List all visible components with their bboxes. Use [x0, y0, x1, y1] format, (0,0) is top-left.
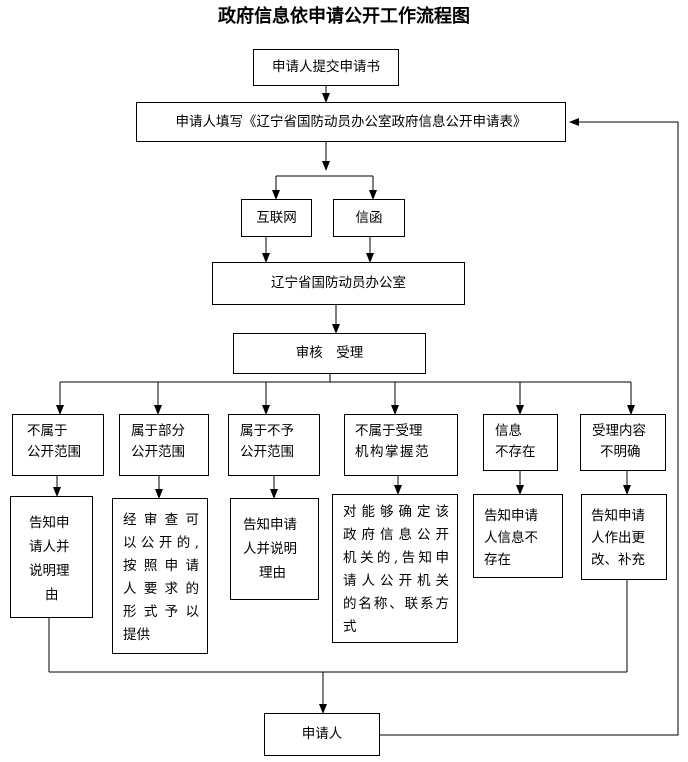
category-line: 公开范围 [27, 444, 81, 460]
category-line: 属于不予 [240, 423, 294, 439]
node-category-out-of-scope: 不属于 公开范围 [12, 414, 104, 476]
result-line: 的名称、联系方 [343, 596, 449, 612]
result-line: 告知申请 [591, 508, 645, 524]
result-line: 按照申请 [123, 558, 199, 574]
result-line: 经审查可 [123, 512, 199, 528]
node-result-out-of-scope: 告知申 请人并 说明理 由 [10, 496, 93, 618]
category-line: 公开范围 [131, 444, 185, 460]
result-line: 理由 [259, 565, 286, 581]
node-fill-application-form: 申请人填写《辽宁省国防动员办公室政府信息公开申请表》 [136, 102, 566, 142]
feedback-loop [380, 118, 679, 736]
result-line: 人要求的 [123, 581, 199, 597]
category-line: 不属于 [27, 423, 68, 439]
result-line: 人信息不 [484, 530, 538, 546]
result-line: 由 [45, 587, 59, 603]
result-line: 存在 [484, 552, 511, 568]
node-result-not-exist: 告知申请 人信息不 存在 [473, 494, 563, 578]
result-line: 形式予以 [123, 604, 199, 620]
result-line: 告知申请 [484, 508, 538, 524]
category-line: 受理内容 [592, 423, 646, 439]
result-line: 告知申请 [243, 517, 297, 533]
node-category-not-public: 属于不予 公开范围 [228, 414, 320, 476]
node-review-accept: 审核 受理 [233, 333, 426, 374]
result-line: 改、补充 [591, 552, 645, 568]
result-line: 对能够确定该 [343, 504, 449, 520]
category-line: 公开范围 [240, 444, 294, 460]
result-line: 式 [343, 619, 357, 635]
node-category-not-agency: 不属于受理 机构掌握范 [344, 414, 458, 476]
result-line: 机关的,告知申 [343, 550, 449, 566]
node-applicant: 申请人 [264, 713, 380, 756]
category-line: 不属于受理 [355, 423, 423, 439]
node-category-unclear: 受理内容 不明确 [580, 414, 666, 471]
category-line: 机构掌握范 [355, 444, 430, 460]
node-result-not-agency: 对能够确定该 政府信息公开 机关的,告知申 请人公开机关 的名称、联系方 式 [332, 494, 458, 643]
category-line: 不存在 [495, 444, 536, 460]
category-line: 信息 [495, 423, 522, 439]
category-line: 不明确 [600, 444, 641, 460]
node-channel-letter: 信函 [333, 199, 405, 237]
result-line: 说明理 [29, 563, 70, 579]
node-liaoning-office: 辽宁省国防动员办公室 [212, 262, 465, 305]
node-result-not-public: 告知申请 人并说明 理由 [230, 498, 319, 600]
result-line: 以公开的, [123, 535, 199, 551]
result-line: 政府信息公开 [343, 527, 449, 543]
node-category-not-exist: 信息 不存在 [483, 414, 558, 471]
result-line: 请人并 [29, 539, 70, 555]
diagram-title: 政府信息依申请公开工作流程图 [218, 6, 470, 27]
node-submit-application: 申请人提交申请书 [253, 49, 399, 86]
node-category-partial-public: 属于部分 公开范围 [119, 414, 209, 476]
result-line: 人作出更 [591, 530, 645, 546]
category-line: 属于部分 [131, 423, 185, 439]
node-channel-internet: 互联网 [241, 199, 312, 237]
result-line: 提供 [123, 627, 150, 643]
result-line: 请人公开机关 [343, 573, 449, 589]
result-line: 告知申 [29, 515, 70, 531]
node-result-partial-public: 经审查可 以公开的, 按照申请 人要求的 形式予以 提供 [112, 498, 208, 654]
node-result-unclear: 告知申请 人作出更 改、补充 [581, 494, 667, 580]
result-line: 人并说明 [243, 541, 297, 557]
